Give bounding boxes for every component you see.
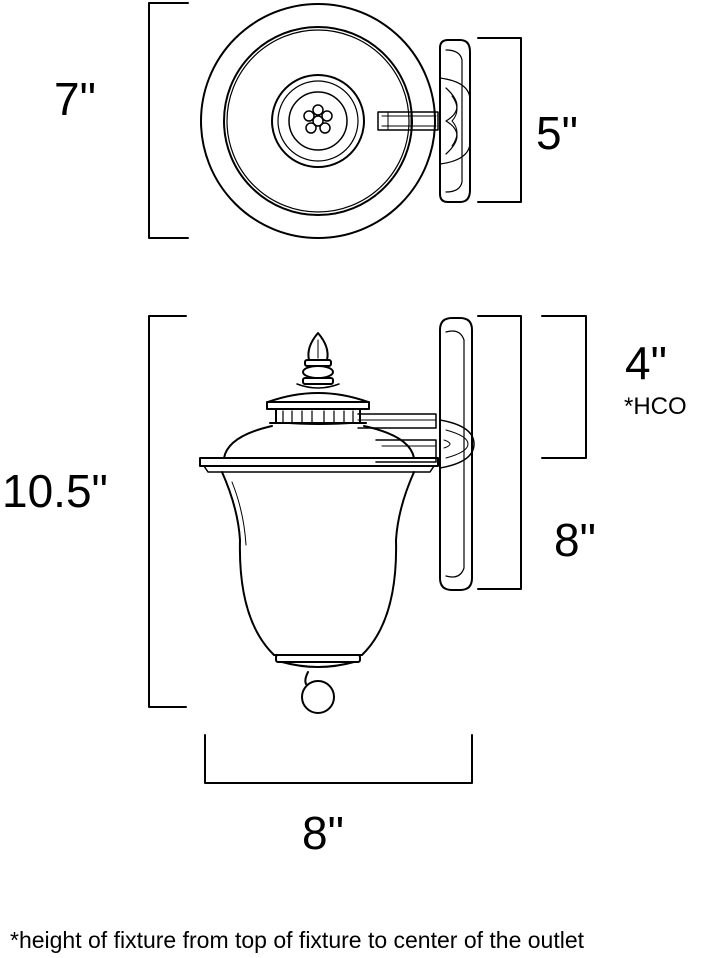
footnote: *height of fixture from top of fixture t… xyxy=(10,927,585,953)
side-view xyxy=(148,315,587,784)
overall-height-bracket xyxy=(148,315,187,708)
fixture-width-bracket xyxy=(204,734,473,784)
hco-label: 4" xyxy=(625,337,667,389)
hco-note-label: *HCO xyxy=(624,393,687,420)
side-view-backplate xyxy=(439,317,475,591)
side-view-glass xyxy=(221,471,415,656)
top-view-diameter-label: 7" xyxy=(54,73,96,125)
side-view-bottom-finial xyxy=(275,654,361,714)
backplate-width-bracket xyxy=(477,37,522,203)
overall-height-label: 10.5" xyxy=(2,465,108,517)
top-view-backplate xyxy=(439,39,471,203)
backplate-width-label: 5" xyxy=(536,107,578,159)
top-diameter-bracket xyxy=(148,2,189,239)
top-view-finial-rosette xyxy=(303,104,333,134)
backplate-height-bracket xyxy=(477,315,522,590)
backplate-height-label: 8" xyxy=(554,514,596,566)
hco-bracket xyxy=(541,315,587,459)
top-view xyxy=(148,2,522,239)
top-view-arm xyxy=(377,111,439,131)
side-view-shade xyxy=(199,425,439,473)
side-view-finial xyxy=(296,332,340,389)
top-view-canopy xyxy=(200,3,436,239)
side-view-arm xyxy=(357,413,437,463)
fixture-width-label: 8" xyxy=(302,807,344,859)
side-view-top-cap xyxy=(266,392,370,425)
